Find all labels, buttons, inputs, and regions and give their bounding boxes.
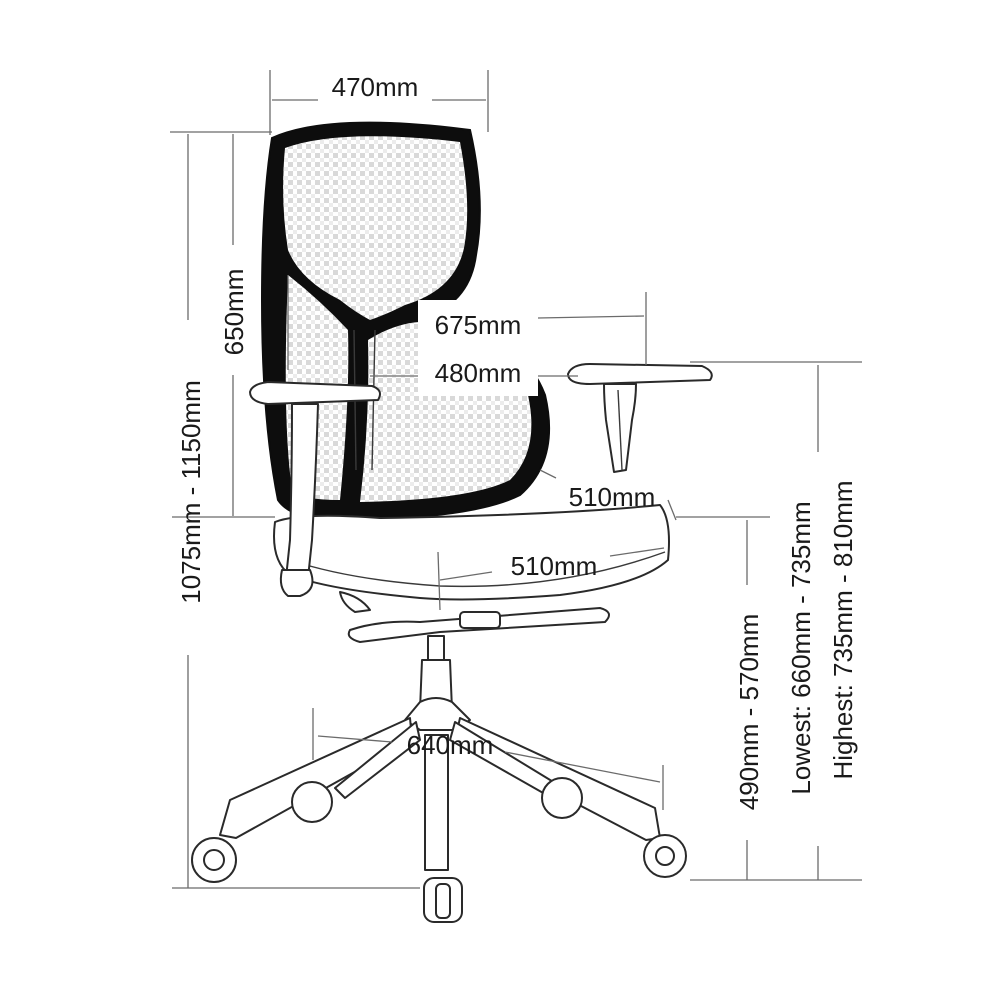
label-armrest-inner-width: 480mm xyxy=(435,358,522,388)
label-armrest-lowest: Lowest: 660mm - 735mm xyxy=(786,501,816,794)
seat-cushion xyxy=(273,504,670,601)
label-base-diameter: 640mm xyxy=(407,730,494,760)
backrest-mesh-upper xyxy=(283,136,468,320)
label-backrest-width: 470mm xyxy=(332,72,419,102)
armrest-left-pad xyxy=(249,381,381,405)
gas-lift xyxy=(427,635,445,661)
star-base xyxy=(219,697,661,871)
casters xyxy=(191,777,687,923)
label-backrest-height: 650mm xyxy=(219,269,249,356)
label-overall-height: 1075mm - 1150mm xyxy=(176,380,206,604)
label-seat-depth: 510mm xyxy=(569,482,656,512)
label-seat-height: 490mm - 570mm xyxy=(734,614,764,811)
dimension-lines xyxy=(170,70,862,889)
label-seat-width: 510mm xyxy=(511,551,598,581)
label-armrest-highest: Highest: 735mm - 810mm xyxy=(828,480,858,779)
dimension-labels: 470mm 675mm 480mm 650mm 1075mm - 1150mm … xyxy=(176,72,858,810)
chair-illustration xyxy=(191,121,713,923)
armrest-right-pad xyxy=(567,363,713,385)
label-overall-width: 675mm xyxy=(435,310,522,340)
